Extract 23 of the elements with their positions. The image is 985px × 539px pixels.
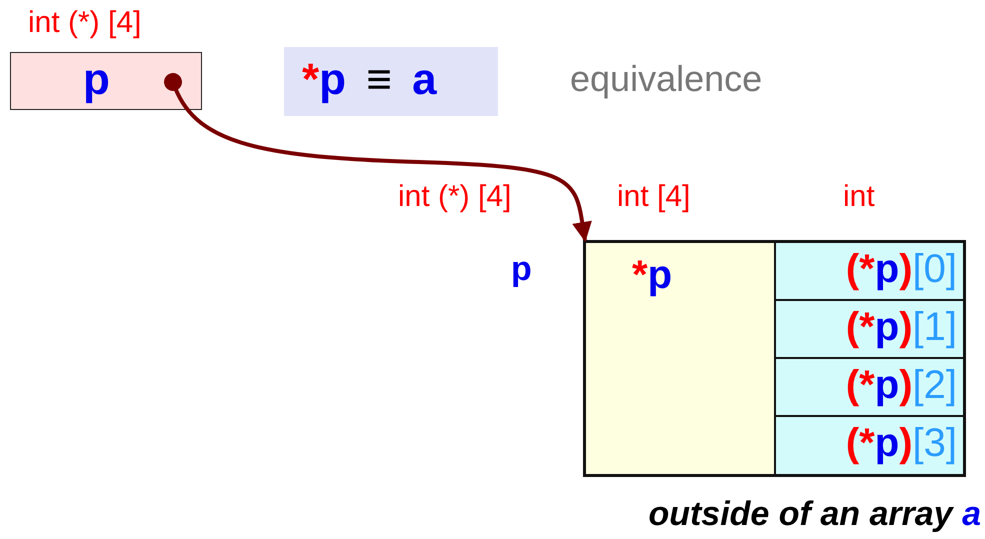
variable-name: p [83,55,110,105]
type-label: int (*) [4] [28,6,142,40]
array-block [583,240,966,477]
element-expression: (*p)[3] [846,421,957,466]
caption: outside of an array a [648,495,981,534]
element-expression: (*p)[2] [846,363,957,408]
equivalence-expression: *p ≡ a [302,55,437,105]
pointer-variable-box [10,52,202,110]
type-label: int (*) [4] [398,180,512,214]
array-element-cell [776,417,963,474]
element-expression: (*p)[1] [846,305,957,350]
type-label: int [4] [617,180,690,214]
type-label: int [843,180,875,214]
array-element-cell [776,301,963,359]
array-element-cell [776,243,963,301]
note-label: equivalence [570,58,762,100]
array-element-cell [776,359,963,417]
equivalence-box [284,47,498,116]
array-row-cell [586,243,776,474]
element-expression: (*p)[0] [846,247,957,292]
pointer-name-label: p [511,250,532,289]
dereference-label: *p [632,253,672,298]
pointer-arrow [164,73,592,242]
